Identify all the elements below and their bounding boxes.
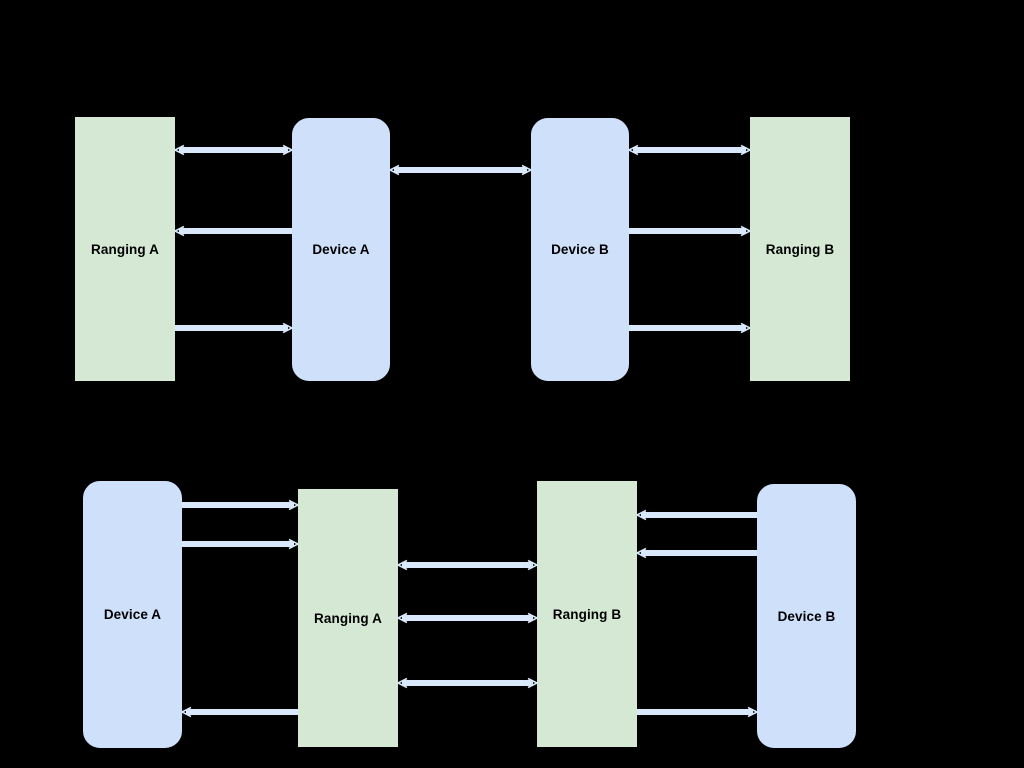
node-top-device-a[interactable]: Device A [292, 118, 390, 381]
node-top-ranging-a[interactable]: Ranging A [75, 117, 175, 381]
arrow-b6 [398, 678, 537, 688]
node-bot-device-b[interactable]: Device B [757, 484, 856, 748]
node-top-ranging-b[interactable]: Ranging B [750, 117, 850, 381]
node-label: Device B [777, 608, 836, 624]
node-label: Ranging B [765, 241, 835, 257]
arrow-b1 [182, 500, 298, 510]
arrow-b3 [182, 707, 298, 717]
node-bot-device-a[interactable]: Device A [83, 481, 182, 748]
node-label: Ranging B [552, 606, 622, 622]
arrow-b2 [182, 539, 298, 549]
node-label: Ranging A [314, 610, 382, 626]
node-bot-ranging-a[interactable]: Ranging A [298, 489, 398, 747]
node-label: Device B [551, 242, 609, 257]
arrow-b7 [637, 510, 757, 520]
node-top-device-b[interactable]: Device B [531, 118, 629, 381]
arrow-b8 [637, 548, 757, 558]
node-label: Device A [312, 242, 370, 257]
arrow-b5 [398, 613, 537, 623]
node-label: Device A [103, 607, 162, 622]
arrow-b4 [398, 560, 537, 570]
node-bot-ranging-b[interactable]: Ranging B [537, 481, 637, 747]
node-label: Ranging A [91, 241, 159, 257]
arrow-b9 [637, 707, 757, 717]
